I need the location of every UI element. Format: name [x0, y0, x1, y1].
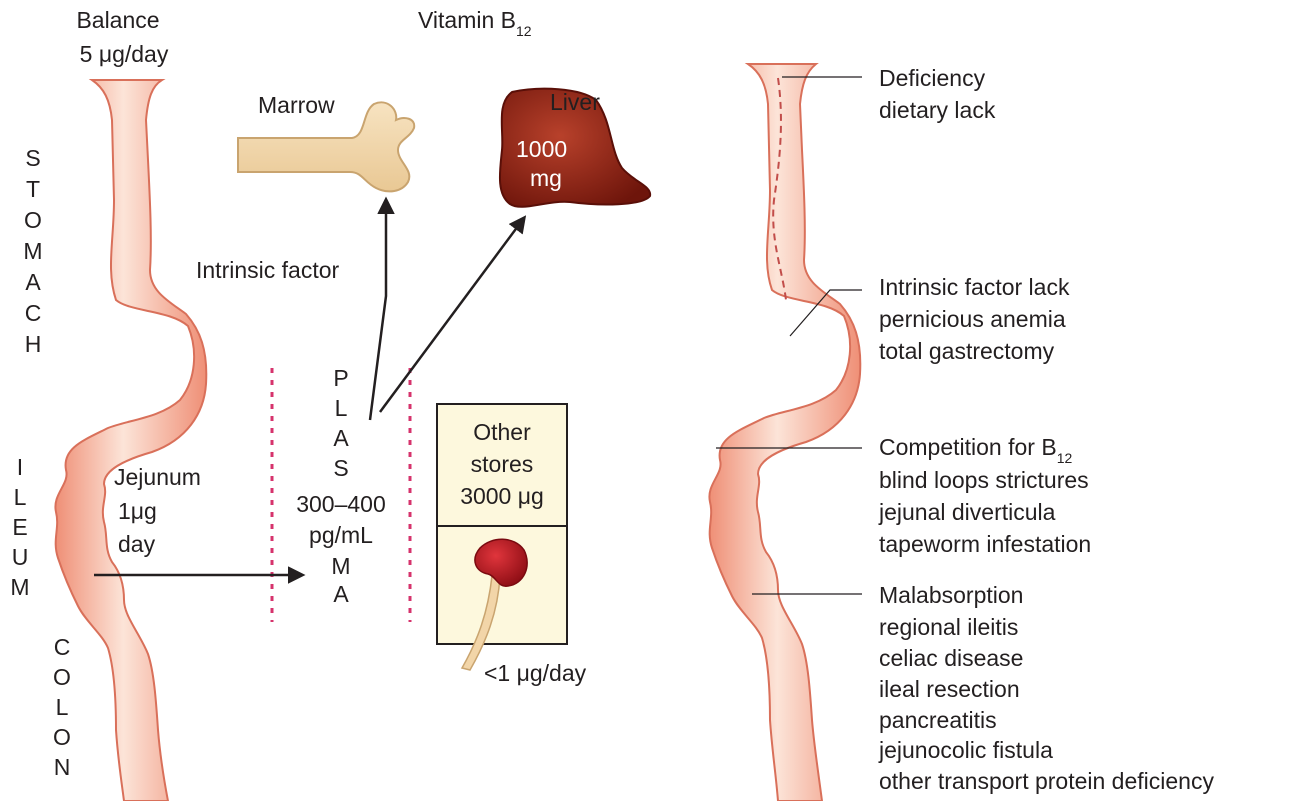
marrow-label: Marrow: [258, 92, 335, 118]
competition-title: Competition for B12: [879, 434, 1072, 466]
other-stores-line2: stores: [471, 451, 534, 477]
stores-box-upper: [436, 403, 568, 527]
liver-shape: [498, 87, 652, 208]
competition-item-2: jejunal diverticula: [878, 499, 1056, 525]
colon-letters-4: N: [54, 754, 71, 780]
right-gut-shape: [708, 63, 862, 801]
jejunum-unit: day: [118, 531, 156, 557]
deficiency-item: dietary lack: [879, 97, 996, 123]
ileum-letters-3: U: [12, 544, 29, 570]
competition-item-3: tapeworm infestation: [879, 531, 1091, 557]
liver-amount-1: 1000: [516, 136, 567, 162]
balance-label: Balance: [76, 7, 159, 33]
right-gut-tube: [708, 63, 862, 801]
vitamin-b12-title: Vitamin B12: [418, 7, 532, 39]
kidney-shape: [474, 538, 528, 587]
stomach-letters-0: S: [25, 145, 40, 171]
other-stores-line1: Other: [473, 419, 531, 445]
left-gut-shape: [54, 79, 208, 801]
plasma-top-1: L: [335, 395, 348, 421]
colon-letters-0: C: [54, 634, 71, 660]
ureter-shape: [460, 575, 501, 671]
ileum-letters-0: I: [17, 454, 23, 480]
plasma-bottom-0: M: [331, 553, 350, 579]
deficiency-title: Deficiency: [879, 65, 986, 91]
liver-amount-2: mg: [530, 165, 562, 191]
competition-item-1: blind loops strictures: [879, 467, 1089, 493]
bone-shape: [237, 101, 416, 193]
plasma-bottom-letters: MA: [331, 553, 350, 607]
competition-sub: 12: [1057, 450, 1073, 466]
malabsorption-item-3: ileal resection: [879, 676, 1020, 702]
callout-intrinsic: [789, 289, 862, 337]
malabsorption-item-4: pancreatitis: [879, 707, 997, 733]
flow-arrows: [94, 196, 527, 584]
jejunum-amount: 1μg: [118, 498, 157, 524]
intrinsic-lack-item-1: pernicious anemia: [879, 306, 1066, 332]
liver-label: Liver: [550, 89, 600, 115]
kidney-loss-label: <1 μg/day: [484, 660, 587, 686]
intrinsic-factor-label: Intrinsic factor: [196, 257, 339, 283]
other-stores-line3: 3000 μg: [460, 483, 544, 509]
malabsorption-item-6: other transport protein deficiency: [879, 768, 1214, 794]
plasma-value: 300–400: [296, 491, 386, 517]
intrinsic-lack-item-2: total gastrectomy: [879, 338, 1055, 364]
liver-organ: [498, 87, 652, 208]
ileum-letters-1: L: [14, 484, 27, 510]
left-gut-tube: [54, 79, 208, 801]
colon-letters-3: O: [53, 724, 71, 750]
stomach-letters-3: M: [23, 238, 42, 264]
other-stores-box: [436, 403, 568, 671]
plasma-bottom-1: A: [333, 581, 349, 607]
marrow-bone: [237, 101, 416, 193]
plasma-top-3: S: [333, 455, 348, 481]
stomach-letters-4: A: [25, 269, 41, 295]
malabsorption-item-2: celiac disease: [879, 645, 1023, 671]
colon-letters-2: L: [56, 694, 69, 720]
balance-value: 5 μg/day: [80, 41, 169, 67]
plasma-top-2: A: [333, 425, 349, 451]
malabsorption-title: Malabsorption: [879, 582, 1023, 608]
arrow-plasma-to-marrow: [368, 196, 395, 421]
malabsorption-item-1: regional ileitis: [879, 614, 1018, 640]
arrow-plasma-to-liver: [378, 215, 527, 413]
plasma-unit: pg/mL: [309, 522, 373, 548]
stomach-letters-5: C: [25, 300, 42, 326]
stomach-letters-2: O: [24, 207, 42, 233]
malabsorption-item-5: jejunocolic fistula: [878, 737, 1053, 763]
plasma-top-0: P: [333, 365, 348, 391]
colon-letters-1: O: [53, 664, 71, 690]
title-sub: 12: [516, 23, 532, 39]
intrinsic-lack-title: Intrinsic factor lack: [879, 274, 1070, 300]
ileum-letters-2: E: [12, 514, 27, 540]
callout-lines: [716, 76, 862, 595]
stomach-letters-6: H: [25, 331, 42, 357]
competition-main: Competition for B: [879, 434, 1057, 460]
stomach-letters-1: T: [26, 176, 40, 202]
jejunum-label: Jejunum: [114, 464, 201, 490]
title-main: Vitamin B: [418, 7, 516, 33]
ileum-letters-4: M: [10, 574, 29, 600]
right-gut-dashed-line: [772, 77, 787, 301]
